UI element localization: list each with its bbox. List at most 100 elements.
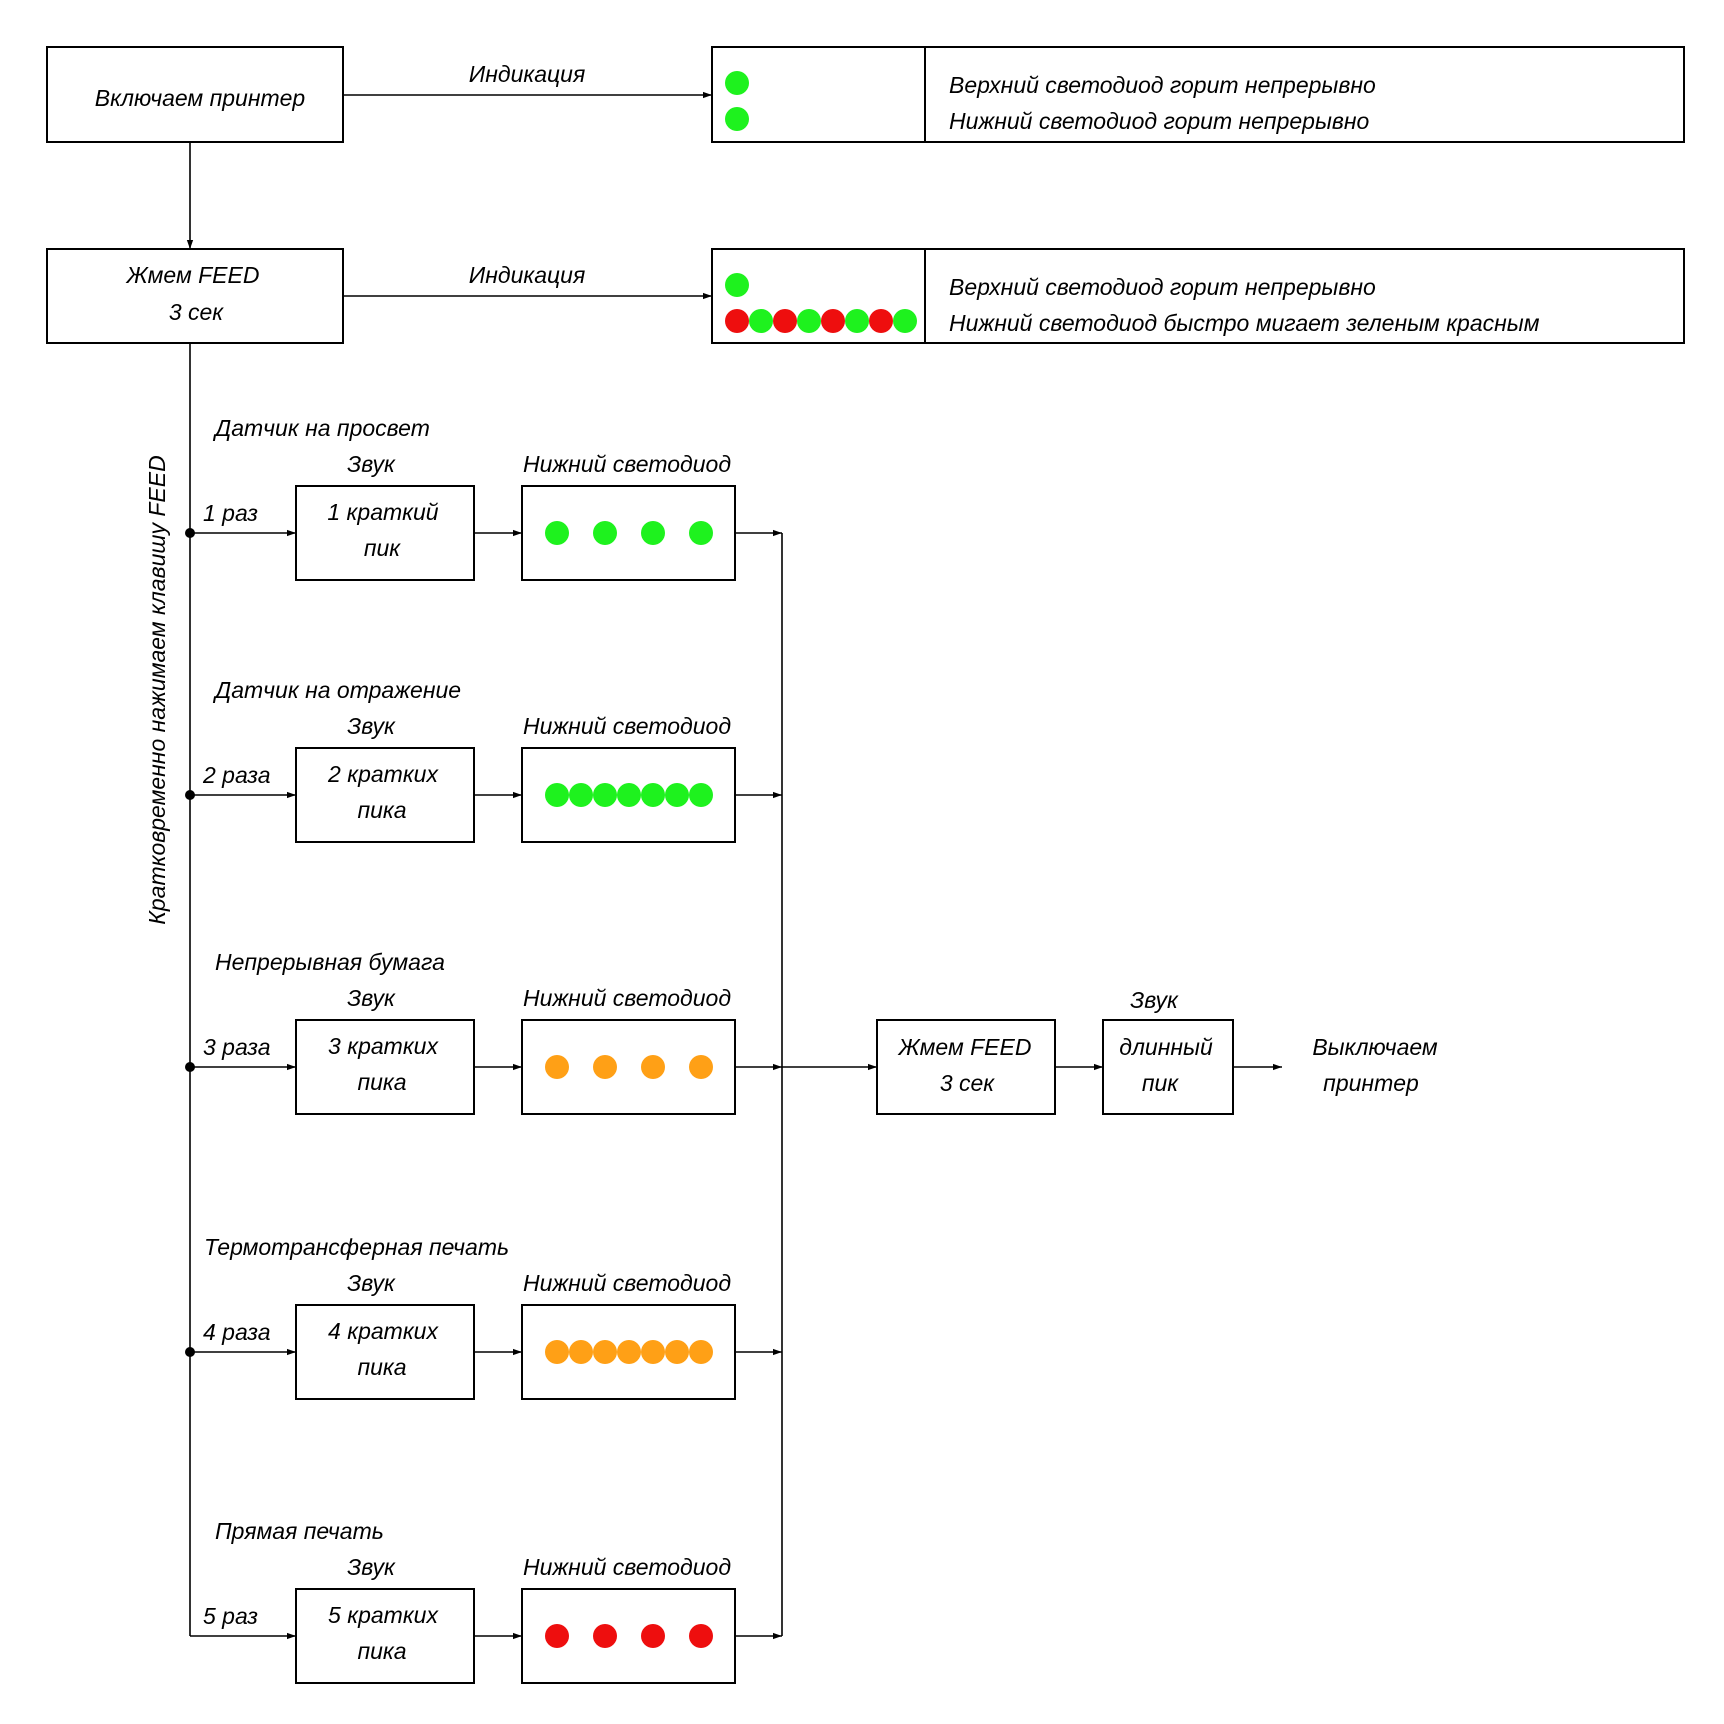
final-feed-label-line2: 3 сек xyxy=(940,1070,995,1096)
mode-3-led-2 xyxy=(593,1055,617,1079)
led-row-2 xyxy=(545,783,713,807)
sound-line2-3: пика xyxy=(357,1069,406,1095)
led-row-5 xyxy=(545,1624,713,1648)
sound-line1-3: 3 кратких xyxy=(328,1033,439,1059)
mode-5-led-1 xyxy=(545,1624,569,1648)
hold-feed-label-line1: Жмем FEED xyxy=(126,262,260,288)
press-count-4: 4 раза xyxy=(203,1319,270,1345)
hold-feed-upper-led-row xyxy=(725,273,749,297)
hold-feed-lower-led-3 xyxy=(773,309,797,333)
sound-line2-5: пика xyxy=(357,1638,406,1664)
mode-5-led-3 xyxy=(641,1624,665,1648)
sound-box-5 xyxy=(295,1588,475,1684)
mode-3-led-3 xyxy=(641,1055,665,1079)
final-feed-box xyxy=(876,1019,1056,1115)
power-on-upper-led-1 xyxy=(725,71,749,95)
sound-line2-1: пик xyxy=(364,535,401,561)
mode-4-led-6 xyxy=(665,1340,689,1364)
press-count-3: 3 раза xyxy=(203,1034,270,1060)
sound-line1-2: 2 кратких xyxy=(327,761,439,787)
mode-2-led-2 xyxy=(569,783,593,807)
sound-header-4: Звук xyxy=(347,1270,396,1296)
mode-4-led-4 xyxy=(617,1340,641,1364)
press-count-1: 1 раз xyxy=(203,500,258,526)
sound-box-2 xyxy=(295,747,475,843)
led-header-4: Нижний светодиод xyxy=(523,1270,731,1296)
mode-2-led-3 xyxy=(593,783,617,807)
mode-2-led-5 xyxy=(641,783,665,807)
power-off-label-line2: принтер xyxy=(1323,1070,1419,1096)
hold-feed-lower-led-7 xyxy=(869,309,893,333)
sound-line2-2: пика xyxy=(357,797,406,823)
press-count-2: 2 раза xyxy=(202,762,270,788)
led-row-1 xyxy=(545,521,713,545)
mode-1-led-4 xyxy=(689,521,713,545)
hold-feed-lower-led-6 xyxy=(845,309,869,333)
hold-feed-lower-led-row xyxy=(725,309,917,333)
sound-box-1 xyxy=(295,485,475,581)
mode-4-led-5 xyxy=(641,1340,665,1364)
sound-line2-4: пика xyxy=(357,1354,406,1380)
led-header-2: Нижний светодиод xyxy=(523,713,731,739)
power-on-indication-box xyxy=(711,46,1685,143)
press-count-5: 5 раз xyxy=(203,1603,258,1629)
final-sound-header: Звук xyxy=(1130,987,1179,1013)
mode-2-led-1 xyxy=(545,783,569,807)
mode-5-led-4 xyxy=(689,1624,713,1648)
final-sound-box xyxy=(1102,1019,1234,1115)
final-sound-line2: пик xyxy=(1142,1070,1179,1096)
final-sound-line1: длинный xyxy=(1119,1034,1213,1060)
final-feed-label-line1: Жмем FEED xyxy=(898,1034,1032,1060)
hold-feed-lower-led-4 xyxy=(797,309,821,333)
mode-5-led-2 xyxy=(593,1624,617,1648)
mode-2-led-6 xyxy=(665,783,689,807)
mode-title-2: Датчик на отражение xyxy=(212,677,461,703)
mode-4-led-1 xyxy=(545,1340,569,1364)
power-on-upper-led-row xyxy=(725,71,749,95)
indication-label-2: Индикация xyxy=(469,262,586,288)
power-off-label-line1: Выключаем xyxy=(1312,1034,1438,1060)
mode-4-led-7 xyxy=(689,1340,713,1364)
mode-1-led-3 xyxy=(641,521,665,545)
mode-2-led-4 xyxy=(617,783,641,807)
power-on-lower-led-1 xyxy=(725,107,749,131)
mode-1-led-2 xyxy=(593,521,617,545)
sound-header-3: Звук xyxy=(347,985,396,1011)
led-header-5: Нижний светодиод xyxy=(523,1554,731,1580)
led-header-1: Нижний светодиод xyxy=(523,451,731,477)
power-on-desc-upper: Верхний светодиод горит непрерывно xyxy=(949,72,1376,98)
mode-title-3: Непрерывная бумага xyxy=(215,949,445,975)
power-on-box xyxy=(46,46,344,143)
sound-box-4 xyxy=(295,1304,475,1400)
hold-feed-box xyxy=(46,248,344,344)
mode-title-1: Датчик на просвет xyxy=(212,415,430,441)
mode-4-led-2 xyxy=(569,1340,593,1364)
hold-feed-lower-led-5 xyxy=(821,309,845,333)
sound-line1-1: 1 краткий xyxy=(327,499,438,525)
mode-3-led-4 xyxy=(689,1055,713,1079)
hold-feed-upper-led-1 xyxy=(725,273,749,297)
led-row-3 xyxy=(545,1055,713,1079)
vertical-press-label: Кратковременно нажимаем клавишу FEED xyxy=(144,455,170,924)
led-row-4 xyxy=(545,1340,713,1364)
power-on-desc-lower: Нижний светодиод горит непрерывно xyxy=(949,108,1370,134)
hold-feed-lower-led-1 xyxy=(725,309,749,333)
sound-line1-5: 5 кратких xyxy=(328,1602,439,1628)
hold-feed-label-line2: 3 сек xyxy=(169,299,224,325)
sound-header-1: Звук xyxy=(347,451,396,477)
mode-title-4: Термотрансферная печать xyxy=(204,1234,509,1260)
power-on-lower-led-row xyxy=(725,107,749,131)
power-on-label: Включаем принтер xyxy=(95,85,306,111)
hold-feed-lower-led-8 xyxy=(893,309,917,333)
mode-2-led-7 xyxy=(689,783,713,807)
hold-feed-lower-led-2 xyxy=(749,309,773,333)
hold-feed-desc-upper: Верхний светодиод горит непрерывно xyxy=(949,274,1376,300)
indication-label-1: Индикация xyxy=(469,61,586,87)
